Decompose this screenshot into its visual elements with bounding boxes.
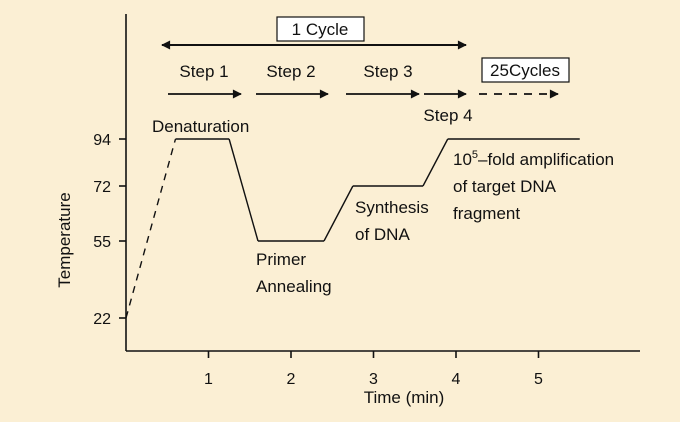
- x-tick-label: 2: [287, 371, 296, 388]
- x-tick-label: 5: [534, 371, 543, 388]
- label-fragment: fragment: [453, 204, 520, 223]
- label-amplification: 105–fold amplification: [453, 149, 614, 169]
- label-annealing: Annealing: [256, 277, 332, 296]
- cycles-label: 25Cycles: [490, 61, 560, 80]
- temperature-segment: [228, 138, 259, 242]
- y-tick-label: 22: [93, 311, 111, 328]
- step-label: Step 1: [179, 62, 228, 81]
- y-tick-label: 94: [93, 132, 111, 149]
- amplification-exponent: 5: [472, 149, 478, 161]
- y-tick-label: 55: [93, 234, 111, 251]
- cycle-label: 1 Cycle: [292, 20, 349, 39]
- step-label: Step 2: [266, 62, 315, 81]
- amplification-base: 10: [453, 150, 472, 169]
- step-label: Step 4: [423, 106, 472, 125]
- label-primer: Primer: [256, 250, 306, 269]
- temperature-segment: [125, 138, 177, 319]
- x-tick-label: 3: [369, 371, 378, 388]
- label-denaturation: Denaturation: [152, 117, 249, 136]
- label-of-dna: of DNA: [355, 225, 410, 244]
- x-tick-label: 1: [204, 371, 213, 388]
- cycles-label-box: [481, 57, 570, 83]
- amplification-rest: –fold amplification: [478, 150, 614, 169]
- y-axis-label: Temperature: [55, 192, 74, 287]
- x-axis-label: Time (min): [364, 388, 445, 407]
- label-synthesis: Synthesis: [355, 198, 429, 217]
- label-target-dna: of target DNA: [453, 177, 557, 196]
- x-tick-label: 4: [452, 371, 461, 388]
- step-label: Step 3: [363, 62, 412, 81]
- cycle-label-box: [276, 16, 365, 42]
- temperature-segment: [422, 138, 449, 187]
- y-tick-label: 72: [93, 179, 111, 196]
- temperature-segment: [323, 185, 354, 242]
